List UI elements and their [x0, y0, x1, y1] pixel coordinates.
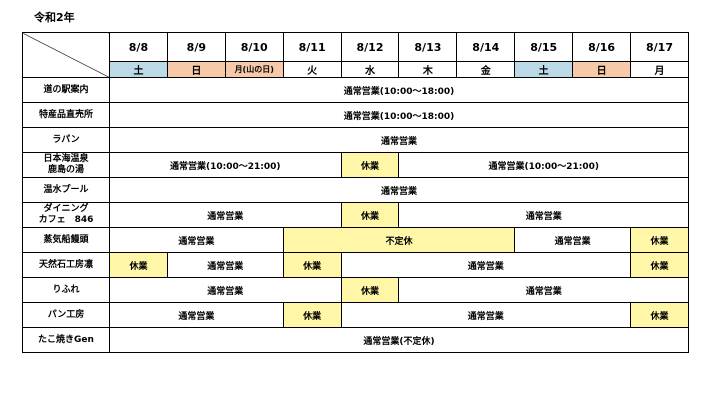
facility-name: 道の駅案内: [22, 77, 110, 103]
weekday-cell: 日: [166, 61, 226, 78]
weekday-cell: 木: [398, 61, 458, 78]
facility-name: 特産品直売所: [22, 102, 110, 128]
facility-name: 天然石工房凛: [22, 252, 110, 278]
closed-status-cell: 休業: [340, 277, 400, 303]
open-status-cell: 通常営業: [340, 252, 632, 278]
date-cell: 8/12: [340, 32, 400, 62]
facility-row: 道の駅案内通常営業(10:00～18:00): [22, 77, 689, 103]
facility-name: りふれ: [22, 277, 110, 303]
facility-row: 日本海温泉鹿島の湯通常営業(10:00～21:00)休業通常営業(10:00～2…: [22, 152, 689, 178]
date-header-row: 8/8 8/9 8/10 8/11 8/12 8/13 8/14 8/15 8/…: [22, 32, 689, 78]
weekday-cell: 月(山の日): [224, 61, 284, 78]
weekday-cell: 金: [456, 61, 516, 78]
year-label: 令和2年: [34, 11, 75, 24]
facility-name: ラパン: [22, 127, 110, 153]
open-status-cell: 通常営業: [109, 127, 689, 153]
open-status-cell: 通常営業(10:00～18:00): [109, 102, 689, 128]
date-cell: 8/16: [572, 32, 632, 62]
open-status-cell: 通常営業: [398, 277, 689, 303]
schedule-table: 8/8 8/9 8/10 8/11 8/12 8/13 8/14 8/15 8/…: [22, 32, 689, 353]
corner-cell: [22, 32, 110, 78]
facility-name: パン工房: [22, 302, 110, 328]
date-cell: 8/15: [514, 32, 574, 62]
date-cell: 8/14: [456, 32, 516, 62]
facility-row: 蒸気船饅頭通常営業不定休通常営業休業: [22, 227, 689, 253]
open-status-cell: 通常営業(10:00～21:00): [109, 152, 342, 178]
open-status-cell: 通常営業: [109, 177, 689, 203]
open-status-cell: 通常営業: [109, 302, 284, 328]
closed-status-cell: 休業: [630, 302, 689, 328]
open-status-cell: 通常営業: [109, 277, 342, 303]
open-status-cell: 通常営業: [514, 227, 632, 253]
facility-name: ダイニングカフェ 846: [22, 202, 110, 228]
facility-row: 温水プール通常営業: [22, 177, 689, 203]
closed-status-cell: 不定休: [282, 227, 516, 253]
closed-status-cell: 休業: [340, 152, 400, 178]
facility-name: 温水プール: [22, 177, 110, 203]
closed-status-cell: 休業: [630, 252, 689, 278]
date-cell: 8/13: [398, 32, 458, 62]
schedule-body: 道の駅案内通常営業(10:00～18:00)特産品直売所通常営業(10:00～1…: [22, 77, 689, 353]
facility-name: 日本海温泉鹿島の湯: [22, 152, 110, 178]
open-status-cell: 通常営業(10:00～18:00): [109, 77, 689, 103]
weekday-header-row: 土 日 月(山の日) 火 水 木 金 土 日 月: [23, 61, 689, 78]
open-status-cell: 通常営業: [109, 202, 342, 228]
facility-row: ラパン通常営業: [22, 127, 689, 153]
facility-row: パン工房通常営業休業通常営業休業: [22, 302, 689, 328]
open-status-cell: 通常営業: [340, 302, 632, 328]
facility-row: りふれ通常営業休業通常営業: [22, 277, 689, 303]
date-cell: 8/8: [109, 32, 168, 62]
facility-row: 天然石工房凛休業通常営業休業通常営業休業: [22, 252, 689, 278]
date-cell: 8/10: [224, 32, 284, 62]
weekday-cell: 月: [630, 61, 689, 78]
closed-status-cell: 休業: [109, 252, 168, 278]
weekday-cell: 土: [514, 61, 574, 78]
facility-row: 特産品直売所通常営業(10:00～18:00): [22, 102, 689, 128]
closed-status-cell: 休業: [340, 202, 400, 228]
weekday-cell: 日: [572, 61, 632, 78]
closed-status-cell: 休業: [282, 302, 342, 328]
date-cell: 8/9: [166, 32, 226, 62]
weekday-cell: 水: [340, 61, 400, 78]
open-status-cell: 通常営業(10:00～21:00): [398, 152, 689, 178]
closed-status-cell: 休業: [282, 252, 342, 278]
facility-name: 蒸気船饅頭: [22, 227, 110, 253]
open-status-cell: 通常営業: [166, 252, 284, 278]
open-status-cell: 通常営業: [398, 202, 689, 228]
date-cell: 8/17: [630, 32, 689, 62]
open-status-cell: 通常営業(不定休): [109, 327, 689, 353]
open-status-cell: 通常営業: [109, 227, 284, 253]
facility-name: たこ焼きGen: [22, 327, 110, 353]
date-cell: 8/11: [282, 32, 342, 62]
closed-status-cell: 休業: [630, 227, 689, 253]
weekday-cell: 土: [109, 61, 168, 78]
weekday-cell: 火: [282, 61, 342, 78]
